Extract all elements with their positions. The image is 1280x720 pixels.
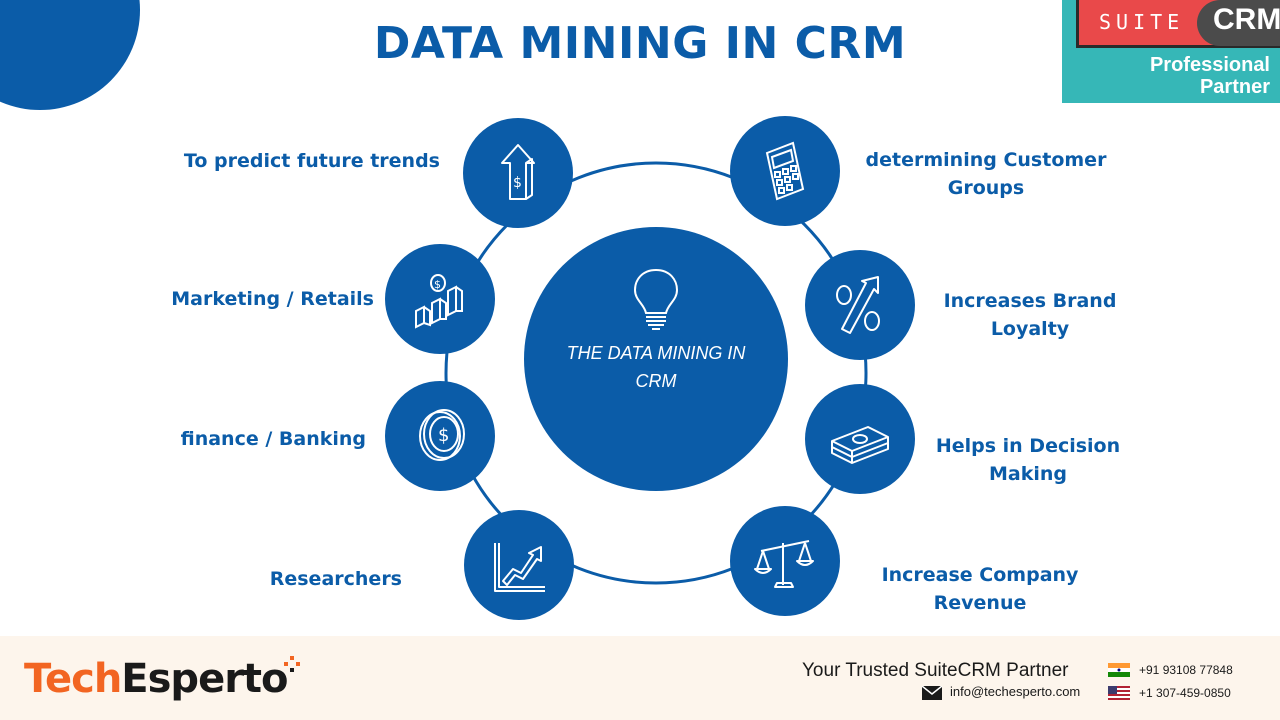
percent-arrow-icon <box>836 276 880 334</box>
svg-text:$: $ <box>434 278 441 291</box>
hub-label-line2: CRM <box>635 371 677 391</box>
label-line: Groups <box>947 177 1025 199</box>
badge-top-band: SUITE CRM <box>1076 0 1280 48</box>
node-brand-loyalty <box>805 250 915 360</box>
calculator-icon <box>765 141 805 201</box>
badge-professional-text: Professional <box>1149 54 1270 76</box>
envelope-icon <box>922 686 942 700</box>
label-brand-loyalty: Increases Brand Loyalty <box>940 287 1120 343</box>
badge-partner-text: Partner <box>1199 76 1270 98</box>
label-line: Increases Brand <box>943 290 1117 312</box>
logo-mark-icon <box>284 656 300 672</box>
bar-chart-coin-icon: $ <box>415 274 463 329</box>
label-company-revenue: Increase Company Revenue <box>874 561 1086 617</box>
node-decision-making <box>805 384 915 494</box>
label-line: Researchers <box>269 568 402 590</box>
contact-email[interactable]: info@techesperto.com <box>950 684 1081 699</box>
label-line: finance / Banking <box>180 428 366 450</box>
label-line: Increase Company <box>881 564 1079 586</box>
logo-part-tech: Tech <box>24 656 122 702</box>
techesperto-logo: TechEsperto <box>24 656 289 702</box>
page-title: DATA MINING IN CRM <box>373 18 907 69</box>
hub-label: THE DATA MINING IN CRM <box>544 339 768 395</box>
svg-text:$: $ <box>513 175 522 191</box>
label-marketing-retails: Marketing / Retails <box>150 285 374 313</box>
svg-text:$: $ <box>438 425 449 446</box>
label-decision-making: Helps in Decision Making <box>930 432 1126 488</box>
label-line: Marketing / Retails <box>171 288 374 310</box>
label-line: Helps in Decision <box>935 435 1121 457</box>
label-line: Loyalty <box>990 318 1070 340</box>
phone-usa[interactable]: +1 307-459-0850 <box>1139 686 1231 700</box>
growth-chart-icon <box>494 543 545 592</box>
badge-suite-text: SUITE <box>1099 10 1185 34</box>
label-line: Revenue <box>933 592 1027 614</box>
label-line: determining Customer <box>865 149 1107 171</box>
label-customer-groups: determining Customer Groups <box>860 146 1112 202</box>
balance-scale-icon <box>754 540 814 588</box>
dollar-coin-icon: $ <box>419 409 465 461</box>
node-researchers <box>464 510 574 620</box>
label-line: To predict future trends <box>183 150 440 172</box>
badge-crm-text: CRM <box>1213 3 1280 36</box>
phone-india[interactable]: +91 93108 77848 <box>1139 663 1233 677</box>
footer-bar: TechEsperto Your Trusted SuiteCRM Partne… <box>0 636 1280 720</box>
label-researchers: Researchers <box>230 565 402 593</box>
label-finance-banking: finance / Banking <box>150 425 366 453</box>
label-line: Making <box>988 463 1067 485</box>
node-company-revenue <box>730 506 840 616</box>
tagline: Your Trusted SuiteCRM Partner <box>802 660 1069 681</box>
central-hub: THE DATA MINING IN CRM <box>524 227 788 491</box>
hub-label-line1: THE DATA MINING IN <box>566 343 746 363</box>
money-stack-icon <box>831 426 889 464</box>
label-predict-trends: To predict future trends <box>170 147 440 175</box>
node-predict-trends: $ <box>463 118 573 228</box>
badge-crm-pill <box>1197 0 1280 46</box>
india-flag-icon <box>1108 663 1130 677</box>
node-marketing-retails: $ <box>385 244 495 354</box>
node-customer-groups <box>730 116 840 226</box>
usa-flag-icon <box>1108 686 1130 700</box>
node-finance-banking: $ <box>385 381 495 491</box>
logo-part-esperto: Esperto <box>121 656 288 702</box>
lightbulb-icon <box>633 268 679 330</box>
dollar-arrow-up-icon: $ <box>501 144 535 200</box>
suitecrm-partner-badge: SUITE CRM Professional Partner <box>1062 0 1280 103</box>
